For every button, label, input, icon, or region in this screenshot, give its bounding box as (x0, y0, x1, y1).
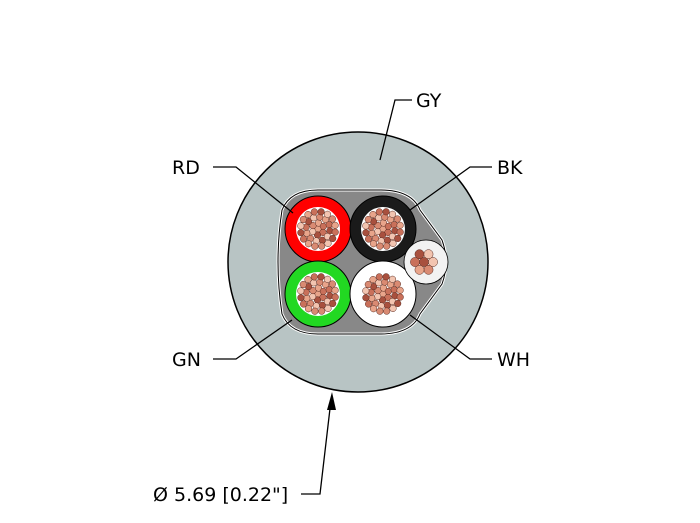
copper-strand (375, 208, 383, 216)
copper-strand (394, 234, 402, 243)
copper-strand (324, 239, 332, 247)
copper-strand (297, 294, 305, 302)
copper-strand (383, 307, 391, 315)
copper-strand (362, 229, 370, 237)
copper-strand (318, 307, 326, 315)
copper-strand (396, 221, 404, 229)
copper-strand (328, 280, 336, 288)
copper-strand (304, 305, 313, 313)
label-gy: GY (416, 90, 442, 112)
copper-strand (414, 264, 425, 275)
copper-strand (318, 242, 326, 250)
leader-gy (379, 99, 412, 161)
copper-strand (396, 293, 404, 301)
copper-strand (382, 273, 390, 281)
label-bk: BK (497, 157, 523, 179)
copper-strand (369, 276, 377, 284)
conductor-gn (284, 260, 352, 328)
drain-wire-strands (410, 249, 438, 275)
copper-strand (393, 215, 401, 223)
copper-strand (383, 242, 391, 250)
copper-strand (369, 305, 378, 313)
copper-strand (304, 211, 312, 219)
copper-strand (362, 222, 370, 230)
copper-strand (376, 242, 384, 250)
copper-strand (304, 276, 312, 284)
leader-rd (213, 166, 294, 214)
copper-strand (369, 240, 378, 248)
copper-strand (311, 242, 319, 250)
label-gn: GN (172, 349, 201, 371)
copper-strand (299, 215, 307, 224)
copper-strand (362, 294, 370, 302)
copper-strand (369, 211, 377, 219)
copper-strand (410, 257, 420, 267)
copper-strand (388, 210, 397, 218)
drain-wire (403, 239, 449, 285)
copper-strand (310, 273, 318, 281)
inner-filler-outline (277, 189, 447, 335)
copper-strand (375, 273, 383, 281)
copper-strand (396, 286, 404, 294)
copper-strand (389, 304, 397, 312)
copper-strand (414, 249, 425, 260)
copper-strand (393, 280, 401, 288)
copper-strand (328, 215, 336, 223)
copper-strand (323, 275, 332, 283)
copper-strand (364, 215, 372, 224)
copper-strand (365, 300, 373, 308)
copper-strand (331, 293, 339, 301)
copper-strand (317, 273, 325, 281)
copper-strand (423, 249, 434, 260)
copper-strand (304, 240, 313, 248)
copper-strand (300, 300, 308, 308)
copper-strand (329, 234, 337, 243)
label-rd: RD (172, 157, 200, 179)
copper-strand (376, 307, 384, 315)
copper-strand (362, 287, 370, 295)
label-wh: WH (497, 349, 530, 371)
copper-strand (331, 228, 339, 236)
copper-strand (324, 304, 332, 312)
copper-strand (382, 208, 390, 216)
conductor-rd (284, 195, 352, 263)
copper-strand (329, 299, 337, 308)
leader-bk (409, 166, 492, 211)
leader-gn (213, 319, 293, 360)
copper-strand (297, 287, 305, 295)
copper-strand (331, 221, 339, 229)
copper-strand (389, 239, 397, 247)
conductor-wh (349, 260, 417, 328)
copper-strand (388, 275, 397, 283)
copper-strand (297, 222, 305, 230)
copper-strand (323, 210, 332, 218)
conductor-rd-strands (297, 208, 339, 250)
copper-strand (317, 208, 325, 216)
leader-diameter (301, 399, 332, 495)
copper-strand (394, 299, 402, 308)
leader-wh (409, 314, 492, 360)
conductor-bk-strands (362, 208, 404, 250)
copper-strand (331, 286, 339, 294)
conductor-gn-strands (297, 273, 339, 315)
diameter-arrowhead (327, 392, 336, 410)
copper-strand (423, 264, 434, 275)
label-diameter: Ø 5.69 [0.22"] (153, 484, 288, 506)
copper-strand (299, 280, 307, 289)
conductor-wh-strands (362, 273, 404, 315)
copper-strand (300, 235, 308, 243)
copper-strand (310, 208, 318, 216)
copper-strand (396, 228, 404, 236)
copper-strand (428, 257, 438, 267)
copper-strand (297, 229, 305, 237)
copper-strand (311, 307, 319, 315)
copper-strand (365, 235, 373, 243)
copper-strand (364, 280, 372, 289)
